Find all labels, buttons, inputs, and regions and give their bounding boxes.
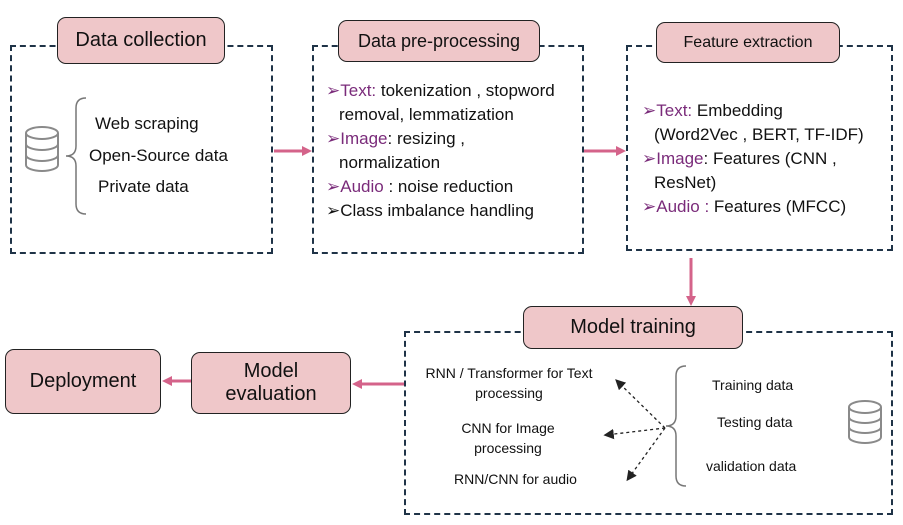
preprocessing-audio-key: Audio: [340, 177, 384, 196]
feature-image-val-1: : Features (CNN ,: [703, 149, 837, 168]
split-validation-data: validation data: [706, 458, 797, 474]
model-rnn-transformer-line-1: RNN / Transformer for Text: [425, 365, 593, 381]
database-icon: [845, 399, 885, 447]
preprocessing-image-key: Image: [340, 129, 388, 148]
preprocessing-audio-line: ➢Audio : noise reduction: [326, 175, 513, 199]
preprocessing-class-line: ➢Class imbalance handling: [326, 199, 534, 223]
feature-text-key: Text:: [656, 101, 693, 120]
model-cnn-image-line-2: processing: [474, 440, 542, 456]
bullet-icon: ➢: [642, 197, 657, 216]
feature-text-val-1: Embedding: [692, 101, 783, 120]
feature-audio-line: ➢Audio : Features (MFCC): [642, 195, 846, 219]
split-training-data: Training data: [712, 377, 794, 393]
feature-extraction-title: Feature extraction: [656, 22, 840, 63]
feature-image-line-1: ➢Image: Features (CNN ,: [642, 147, 837, 171]
preprocessing-image-line-1: ➢Image: resizing ,: [326, 127, 465, 151]
preprocessing-text-val-1: tokenization , stopword: [376, 81, 555, 100]
bullet-icon: ➢: [642, 149, 657, 168]
bullet-icon: ➢: [326, 177, 341, 196]
model-rnn-transformer-line-2: processing: [475, 385, 543, 401]
preprocessing-text-line-2: removal, lemmatization: [339, 105, 514, 124]
feature-audio-val: Features (MFCC): [709, 197, 847, 216]
preprocessing-class-text: Class imbalance handling: [340, 201, 534, 220]
source-open-source-data: Open-Source data: [89, 146, 228, 165]
feature-image-key: Image: [656, 149, 704, 168]
model-rnn-cnn-audio: RNN/CNN for audio: [454, 471, 577, 487]
database-icon: [22, 125, 62, 175]
preprocessing-text-line-1: ➢Text: tokenization , stopword: [326, 79, 555, 103]
preprocessing-panel: [312, 45, 584, 254]
preprocessing-audio-val: : noise reduction: [383, 177, 514, 196]
model-evaluation-box: Model evaluation: [191, 352, 351, 414]
data-collection-brace: [62, 96, 92, 218]
bullet-icon: ➢: [642, 101, 657, 120]
training-splits-brace: [660, 364, 690, 490]
data-collection-title: Data collection: [57, 17, 225, 64]
feature-text-line-2: (Word2Vec , BERT, TF-IDF): [654, 125, 864, 144]
feature-extraction-panel: [626, 45, 893, 251]
model-cnn-image: CNN for Image processing: [440, 418, 576, 458]
preprocessing-title: Data pre-processing: [338, 20, 540, 62]
bullet-icon: ➢: [326, 81, 341, 100]
model-cnn-image-line-1: CNN for Image: [461, 420, 555, 436]
source-private-data: Private data: [98, 177, 189, 196]
deployment-box: Deployment: [5, 349, 161, 414]
split-testing-data: Testing data: [717, 414, 793, 430]
feature-text-line-1: ➢Text: Embedding: [642, 99, 783, 123]
model-evaluation-title-1: Model: [243, 360, 299, 382]
source-web-scraping: Web scraping: [95, 114, 199, 133]
feature-audio-key: Audio :: [656, 197, 710, 216]
model-evaluation-title-2: evaluation: [225, 383, 317, 405]
model-training-title: Model training: [523, 306, 743, 349]
bullet-icon: ➢: [326, 129, 341, 148]
model-rnn-transformer: RNN / Transformer for Text processing: [414, 363, 604, 403]
preprocessing-image-val-1: : resizing ,: [387, 129, 465, 148]
bullet-icon: ➢: [326, 201, 341, 220]
preprocessing-image-line-2: normalization: [339, 153, 441, 172]
preprocessing-text-key: Text:: [340, 81, 377, 100]
feature-image-line-2: ResNet): [654, 173, 717, 192]
